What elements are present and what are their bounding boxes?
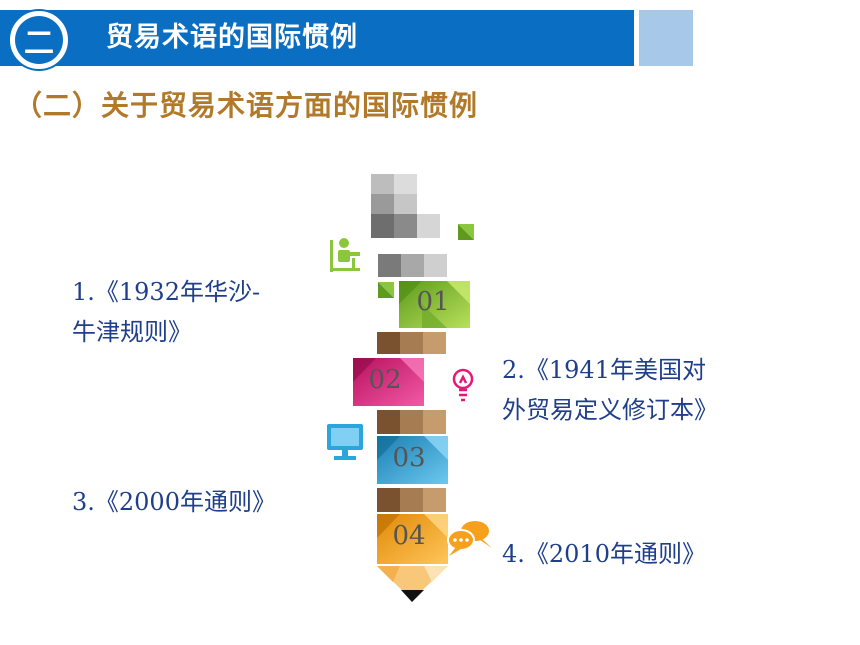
person-at-desk-icon <box>330 238 360 272</box>
item-4-text: 4.《2010年通则》 <box>502 534 706 574</box>
section-badge: 二 <box>8 9 70 71</box>
item-1-line2: 牛津规则》 <box>72 318 192 346</box>
item-2-text: 2.《1941年美国对 外贸易定义修订本》 <box>502 350 718 430</box>
segment-03-label: 03 <box>392 443 425 473</box>
header-accent-square <box>639 10 693 66</box>
item-2-line1: 2.《1941年美国对 <box>502 356 706 384</box>
segment-03: 03 <box>377 436 448 484</box>
subtitle: （二）关于贸易术语方面的国际惯例 <box>14 89 479 122</box>
segment-04-label: 04 <box>392 521 425 551</box>
lightbulb-icon <box>452 368 474 402</box>
pencil-eraser <box>371 174 447 277</box>
item-1-line1: 1.《1932年华沙- <box>72 278 261 306</box>
pencil-tip <box>377 566 448 602</box>
pencil-band-1 <box>377 332 446 354</box>
segment-02-label: 02 <box>368 365 401 395</box>
segment-04: 04 <box>377 514 448 564</box>
item-4-line1: 4.《2010年通则》 <box>502 540 706 568</box>
pencil-band-3 <box>377 488 446 512</box>
segment-01-label: 01 <box>416 287 449 317</box>
pencil-band-2 <box>377 410 446 434</box>
monitor-icon <box>327 424 363 460</box>
speech-bubbles-icon <box>447 521 492 556</box>
item-3-text: 3.《2000年通则》 <box>72 482 276 522</box>
item-2-line2: 外贸易定义修订本》 <box>502 396 718 424</box>
segment-02: 02 <box>353 358 424 406</box>
header-bar <box>0 10 634 66</box>
item-1-text: 1.《1932年华沙- 牛津规则》 <box>72 272 260 352</box>
segment-01: 01 <box>399 281 470 328</box>
section-badge-number: 二 <box>15 16 63 64</box>
item-3-line1: 3.《2000年通则》 <box>72 488 276 516</box>
header-title: 贸易术语的国际惯例 <box>106 22 358 53</box>
